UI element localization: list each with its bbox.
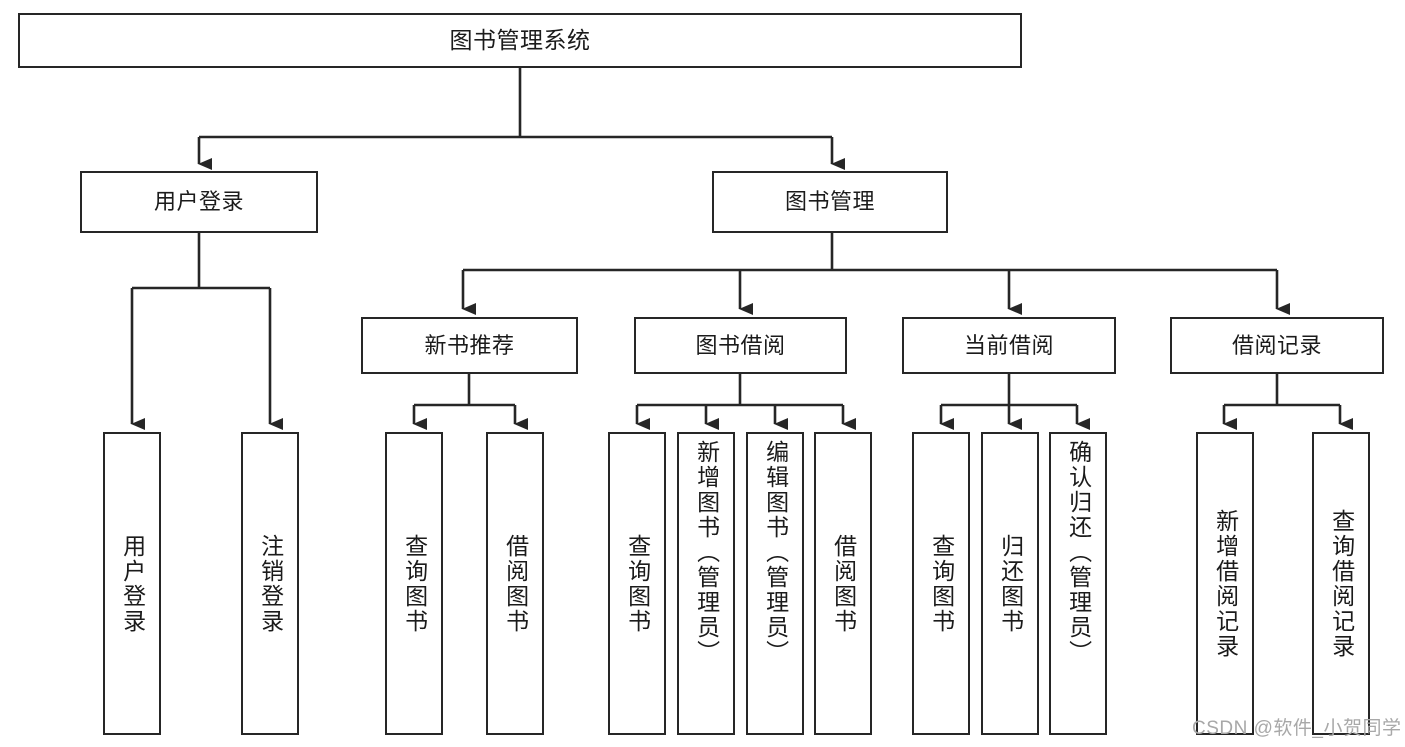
leaf-query-book-borrow[interactable]: 查询图书 <box>608 432 666 735</box>
leaf-confirm-return[interactable]: 确认归还（管理员） <box>1049 432 1107 735</box>
node-book-borrow[interactable]: 图书借阅 <box>634 317 847 374</box>
node-label: 借阅记录 <box>1231 332 1322 358</box>
leaf-return-book[interactable]: 归还图书 <box>981 432 1039 735</box>
node-label: 新增借阅记录 <box>1212 508 1239 659</box>
leaf-logout-login[interactable]: 注销登录 <box>241 432 299 735</box>
leaf-query-book-recommend[interactable]: 查询图书 <box>385 432 443 735</box>
node-label: 查询图书 <box>401 533 428 634</box>
node-label: 用户登录 <box>119 533 146 634</box>
node-label: 借阅图书 <box>502 533 529 634</box>
node-label: 图书管理 <box>784 189 875 215</box>
node-new-book-recommend[interactable]: 新书推荐 <box>361 317 578 374</box>
node-label: 查询图书 <box>624 533 651 634</box>
node-label: 图书管理系统 <box>449 26 591 53</box>
node-label: 新增图书（管理员） <box>693 440 720 665</box>
leaf-user-login[interactable]: 用户登录 <box>103 432 161 735</box>
leaf-borrow-book[interactable]: 借阅图书 <box>814 432 872 735</box>
node-label: 编辑图书（管理员） <box>762 440 789 665</box>
node-label: 新书推荐 <box>424 332 515 358</box>
node-book-manage[interactable]: 图书管理 <box>712 171 948 233</box>
node-label: 用户登录 <box>153 189 244 215</box>
node-label: 查询图书 <box>928 533 955 634</box>
node-borrow-record[interactable]: 借阅记录 <box>1170 317 1384 374</box>
leaf-add-borrow-record[interactable]: 新增借阅记录 <box>1196 432 1254 735</box>
node-label: 借阅图书 <box>830 533 857 634</box>
node-label: 图书借阅 <box>695 332 786 358</box>
node-label: 归还图书 <box>997 533 1024 634</box>
leaf-add-book[interactable]: 新增图书（管理员） <box>677 432 735 735</box>
leaf-borrow-book-recommend[interactable]: 借阅图书 <box>486 432 544 735</box>
node-root-system[interactable]: 图书管理系统 <box>18 13 1022 68</box>
node-label: 确认归还（管理员） <box>1065 440 1092 665</box>
node-label: 当前借阅 <box>963 332 1054 358</box>
node-label: 注销登录 <box>257 533 284 634</box>
node-label: 查询借阅记录 <box>1328 508 1355 659</box>
node-current-borrow[interactable]: 当前借阅 <box>902 317 1116 374</box>
leaf-query-book-current[interactable]: 查询图书 <box>912 432 970 735</box>
leaf-edit-book[interactable]: 编辑图书（管理员） <box>746 432 804 735</box>
node-user-login[interactable]: 用户登录 <box>80 171 318 233</box>
leaf-query-borrow-record[interactable]: 查询借阅记录 <box>1312 432 1370 735</box>
watermark-text: CSDN @软件_小贺同学 <box>1192 718 1402 739</box>
